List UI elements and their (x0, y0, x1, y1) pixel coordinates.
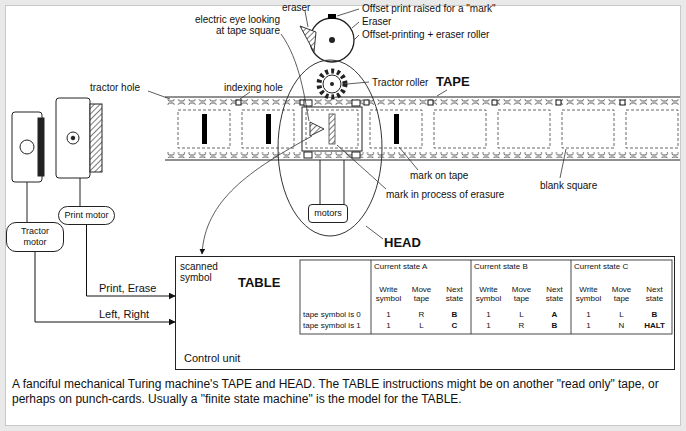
table-cell: 1 (372, 310, 405, 319)
tape (165, 97, 680, 160)
table-cell: HALT (638, 321, 671, 330)
callout-label: scanned symbol (180, 261, 230, 283)
table-cell: L (605, 310, 638, 319)
table-cell: Move tape (505, 285, 538, 303)
table-cell: tape symbol is 1 (303, 321, 370, 330)
motor-label-box: Tractor motor (6, 222, 64, 252)
table-cell: Next state (538, 285, 571, 303)
callout-label: Tractor roller (372, 77, 428, 88)
callout-label: Offset-printing + eraser roller (362, 29, 489, 40)
callout-label: TAPE (436, 75, 470, 89)
callout-label: mark on tape (410, 170, 468, 181)
offset-roller (300, 14, 354, 62)
node-text: Tractor motor (12, 226, 58, 248)
node-text: Control unit (184, 352, 240, 365)
print-motor-drawing (56, 98, 102, 206)
callout-label: Offset print raised for a "mark" (362, 3, 496, 14)
table-cell: 1 (572, 310, 605, 319)
callout-label: blank square (540, 180, 597, 191)
table-cell: 1 (572, 321, 605, 330)
table-cell: B (538, 321, 571, 330)
electric-eye (310, 122, 324, 136)
table-cell: A (538, 310, 571, 319)
callout-label: eraser (282, 2, 310, 13)
table-cell: 1 (472, 310, 505, 319)
table-cell: Next state (638, 285, 671, 303)
table-cell: R (405, 310, 438, 319)
head-motors-box: motors (308, 204, 348, 223)
node-text: Print motor (64, 210, 109, 221)
table-cell: L (505, 310, 538, 319)
table-cell: B (638, 310, 671, 319)
control-line (35, 252, 175, 322)
table-cell: Write symbol (472, 285, 505, 303)
table-cell: Move tape (405, 285, 438, 303)
callout-label: mark in process of erasure (386, 189, 504, 200)
table-cell: Move tape (605, 285, 638, 303)
tractor-roller (319, 71, 345, 97)
leader-lines (148, 9, 566, 254)
table-cell: L (405, 321, 438, 330)
table-cell: B (438, 310, 471, 319)
table-grid (300, 260, 672, 334)
motor-label-box: Print motor (58, 206, 115, 225)
table-cell: R (505, 321, 538, 330)
callout-label: electric eye looking at tape square (194, 14, 280, 36)
callout-label: HEAD (384, 236, 421, 250)
table-cell: Next state (438, 285, 471, 303)
table-cell: Current state B (474, 262, 534, 271)
table-cell: Write symbol (372, 285, 405, 303)
table-cell: 1 (372, 321, 405, 330)
callout-label: TABLE (238, 276, 280, 290)
callout-label: indexing hole (224, 82, 283, 93)
head-outline (278, 60, 382, 236)
table-cell: tape symbol is 0 (303, 310, 370, 319)
edge-label: Left, Right (98, 308, 150, 320)
caption: A fanciful mechanical Turing machine's T… (12, 377, 674, 407)
table-cell: 1 (472, 321, 505, 330)
table-cell: Write symbol (572, 285, 605, 303)
callout-label: tractor hole (90, 82, 140, 93)
head-carriage (302, 100, 362, 204)
callout-label: Eraser (362, 16, 391, 27)
table-cell: Current state A (374, 262, 434, 271)
tractor-motor-drawing (12, 112, 44, 222)
node-text: motors (314, 208, 342, 219)
edge-label: Print, Erase (98, 282, 157, 294)
table-cell: Current state C (574, 262, 634, 271)
table-cell: N (605, 321, 638, 330)
control-line (87, 225, 176, 296)
table-cell: C (438, 321, 471, 330)
control-unit-box: Control unit (175, 256, 675, 370)
